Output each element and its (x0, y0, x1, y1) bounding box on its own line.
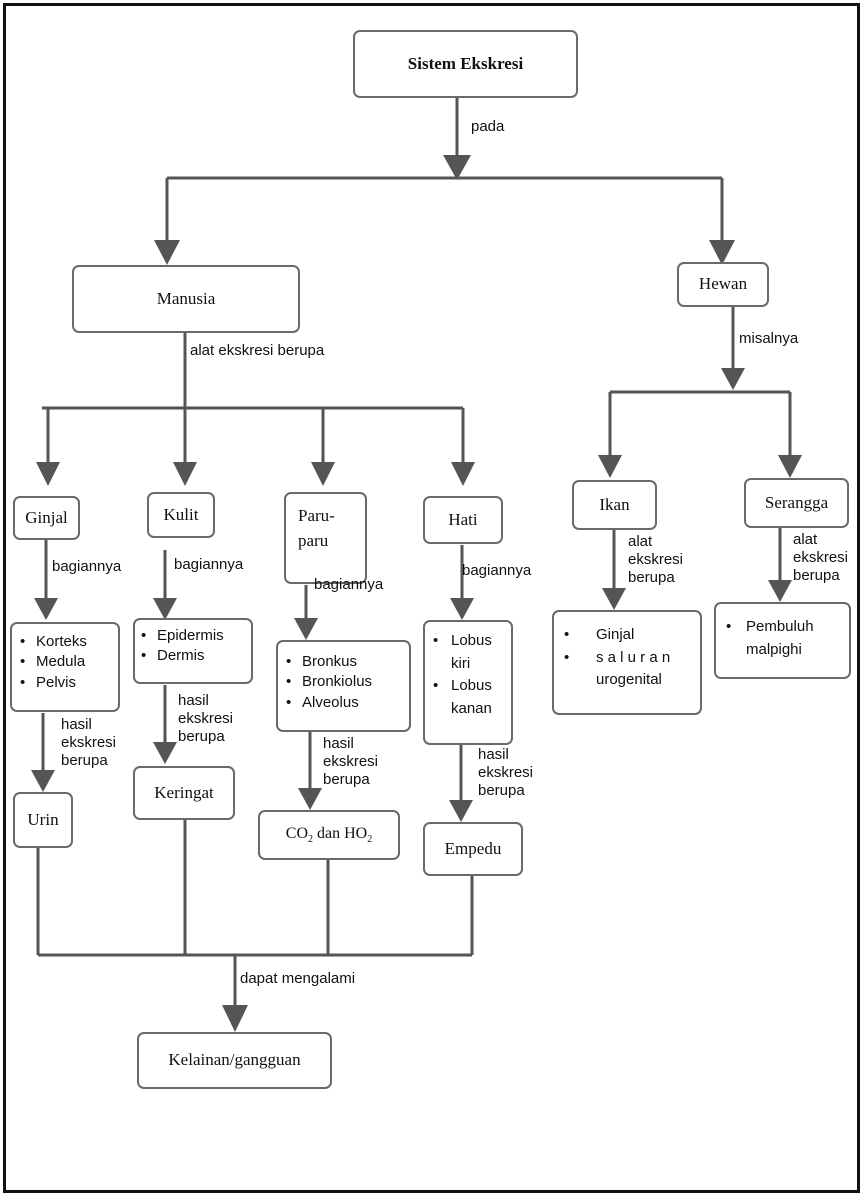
list-item: Bronkiolus (286, 672, 409, 693)
node-ginjal-parts: Korteks Medula Pelvis (10, 622, 120, 712)
list-item: •s a l u r a n (564, 648, 671, 666)
list-item-text: Pembuluh (746, 618, 814, 635)
edge-label-alat-ekskresi: alat ekskresi berupa (628, 533, 683, 587)
list-item-text: Lobus (451, 632, 492, 649)
node-kelainan-gangguan: Kelainan/gangguan (137, 1032, 332, 1089)
node-hewan: Hewan (677, 262, 769, 307)
list-item: Pelvis (20, 673, 118, 694)
node-co2-ho2: CO2 dan HO2 (258, 810, 400, 860)
label-line: ekskresi (793, 549, 849, 566)
node-label: paru (298, 530, 329, 550)
node-label: Sistem Ekskresi (407, 53, 524, 73)
node-keringat: Keringat (133, 766, 235, 820)
list-item: Dermis (141, 646, 251, 667)
node-label: Kelainan/gangguan (168, 1050, 301, 1070)
node-sistem-ekskresi: Sistem Ekskresi (353, 30, 578, 98)
node-label: Hewan (698, 274, 748, 294)
node-ikan: Ikan (572, 480, 657, 530)
edge-label-bagiannya: bagiannya (174, 556, 244, 573)
list-item-text: s a l u r a n (596, 648, 671, 666)
node-label: Manusia (156, 288, 216, 308)
label-line: berupa (323, 771, 370, 788)
node-label: Urin (27, 809, 59, 829)
formula-subscript: 2 (308, 834, 313, 846)
edge-label-hasil-ekskresi: hasil ekskresi berupa (178, 692, 233, 746)
label-line: berupa (61, 752, 108, 769)
label-line: ekskresi (478, 764, 534, 781)
list-item-text: malpighi (746, 640, 802, 658)
edge-label-alat-ekskresi: alat ekskresi berupa (190, 342, 325, 359)
edge-label-pada: pada (471, 118, 505, 135)
edge-label-dapat-mengalami: dapat mengalami (240, 970, 356, 987)
label-line: ekskresi (628, 551, 684, 568)
edge-label-hasil-ekskresi: hasil ekskresi berupa (61, 716, 116, 770)
list-item-text: kiri (451, 654, 471, 672)
list-item: Medula (20, 652, 118, 673)
formula-subscript: 2 (367, 834, 373, 846)
node-label: Empedu (444, 838, 502, 858)
list-item-text: urogenital (596, 671, 662, 688)
list-item: •Ginjal (564, 626, 635, 643)
label-line: berupa (628, 569, 675, 586)
list-item: •Pembuluh (726, 618, 814, 635)
edge-label-hasil-ekskresi: hasil ekskresi berupa (323, 735, 378, 789)
label-line: hasil (323, 735, 354, 752)
label-line: hasil (478, 746, 509, 763)
node-ginjal: Ginjal (13, 496, 80, 540)
label-line: berupa (793, 567, 840, 584)
edge-label-alat-ekskresi: alat ekskresi berupa (793, 531, 848, 585)
label-line: ekskresi (323, 753, 379, 770)
node-ikan-parts: •Ginjal •s a l u r a n urogenital (552, 610, 702, 715)
node-label: Keringat (154, 782, 214, 802)
node-kulit-parts: Epidermis Dermis (133, 618, 253, 684)
list-item: Epidermis (141, 626, 251, 647)
node-paru-paru: Paru- paru (284, 492, 367, 584)
list-item: •Lobus (433, 632, 492, 649)
diagram-frame (3, 3, 860, 1193)
node-label: CO2 dan HO2 (286, 824, 372, 846)
label-line: alat (793, 531, 818, 548)
list-item-text: kanan (451, 699, 492, 717)
label-line: ekskresi (61, 734, 117, 751)
node-hati-parts: •Lobus kiri •Lobus kanan (423, 620, 513, 745)
node-label: Ginjal (25, 507, 68, 527)
edge-label-bagiannya: bagiannya (52, 558, 122, 575)
node-manusia: Manusia (72, 265, 300, 333)
node-label: Serangga (764, 492, 829, 512)
edge-label-bagiannya: bagiannya (314, 576, 384, 593)
list-item: •Lobus (433, 677, 492, 694)
node-empedu: Empedu (423, 822, 523, 876)
formula-text: CO (285, 824, 308, 842)
node-kulit: Kulit (147, 492, 215, 538)
node-label: Hati (448, 509, 478, 529)
label-line: alat (628, 533, 653, 550)
node-serangga: Serangga (744, 478, 849, 528)
label-line: berupa (478, 782, 525, 799)
node-label: Paru- (298, 506, 335, 525)
list-item-text: Lobus (451, 677, 492, 694)
edge-label-misalnya: misalnya (739, 330, 799, 347)
label-line: berupa (178, 728, 225, 745)
arrowheads (31, 155, 802, 1032)
list-item: Bronkus (286, 652, 409, 673)
node-urin: Urin (13, 792, 73, 848)
formula-text: dan HO (313, 824, 368, 842)
node-label: Kulit (163, 504, 199, 524)
label-line: hasil (178, 692, 209, 709)
list-item-text: Ginjal (596, 626, 635, 643)
edge-label-hasil-ekskresi: hasil ekskresi berupa (478, 746, 533, 800)
list-item: Korteks (20, 632, 118, 653)
label-line: ekskresi (178, 710, 234, 727)
node-serangga-parts: •Pembuluh malpighi (714, 602, 851, 679)
node-hati: Hati (423, 496, 503, 544)
node-paru-parts: Bronkus Bronkiolus Alveolus (276, 640, 411, 732)
edge-label-bagiannya: bagiannya (462, 562, 532, 579)
node-label: Ikan (599, 494, 630, 514)
list-item: Alveolus (286, 693, 409, 714)
label-line: hasil (61, 716, 92, 733)
